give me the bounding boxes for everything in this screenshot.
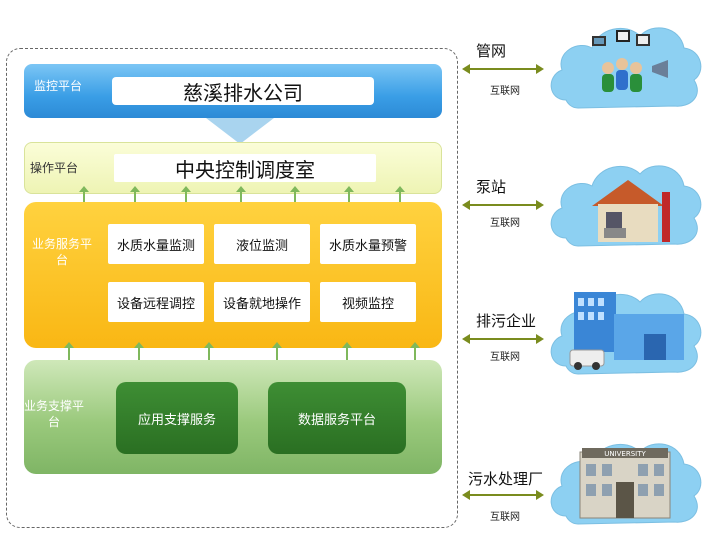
university-sign: UNIVERSITY bbox=[604, 450, 646, 458]
company-title: 慈溪排水公司 bbox=[112, 77, 374, 105]
site-name-pump-station: 泵站 bbox=[476, 178, 507, 196]
factory-icon bbox=[569, 292, 684, 370]
service-water-quality-warning: 水质水量预警 bbox=[320, 224, 416, 264]
internet-label: 互联网 bbox=[490, 352, 520, 363]
data-service-platform: 数据服务平台 bbox=[268, 382, 406, 454]
site-name-treatment-plant: 污水处理厂 bbox=[468, 470, 544, 488]
cloud-discharge-enterprise bbox=[550, 292, 702, 375]
bidirectional-arrow bbox=[462, 490, 544, 500]
treatment-plant-icon: UNIVERSITY bbox=[579, 448, 671, 519]
cloud-pipe-network bbox=[550, 27, 702, 109]
down-arrow bbox=[206, 118, 274, 144]
cloud-treatment-plant: UNIVERSITY bbox=[550, 443, 702, 525]
service-water-quality-monitoring: 水质水量监测 bbox=[108, 224, 204, 264]
control-room-title: 中央控制调度室 bbox=[114, 154, 376, 182]
support-platform-label: 业务支撑平台 bbox=[24, 399, 85, 429]
business-platform-label: 业务服务平台 bbox=[32, 237, 93, 267]
network-devices-icon bbox=[592, 30, 668, 92]
bidirectional-arrow bbox=[462, 64, 544, 74]
ops-platform-label: 操作平台 bbox=[30, 161, 79, 175]
internet-label: 互联网 bbox=[490, 512, 520, 523]
internet-label: 互联网 bbox=[490, 86, 520, 97]
service-remote-control: 设备远程调控 bbox=[108, 282, 204, 322]
service-local-operation: 设备就地操作 bbox=[214, 282, 310, 322]
service-video-monitoring: 视频监控 bbox=[320, 282, 416, 322]
site-name-pipe-network: 管网 bbox=[476, 42, 507, 60]
app-support-service: 应用支撑服务 bbox=[116, 382, 238, 454]
cloud-pump-station bbox=[550, 165, 702, 247]
platform-frame bbox=[6, 48, 458, 528]
service-level-monitoring: 液位监测 bbox=[214, 224, 310, 264]
internet-label: 互联网 bbox=[490, 218, 520, 229]
bidirectional-arrow bbox=[462, 200, 544, 210]
monitor-platform-label: 监控平台 bbox=[34, 79, 83, 93]
site-name-discharge-enterprise: 排污企业 bbox=[476, 312, 537, 330]
pump-house-icon bbox=[592, 180, 670, 242]
bidirectional-arrow bbox=[462, 334, 544, 344]
